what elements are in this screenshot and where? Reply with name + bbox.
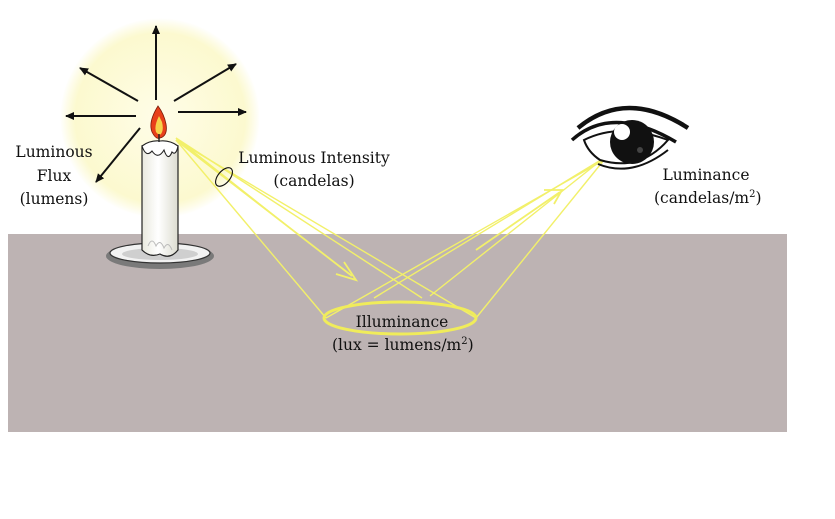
illuminance-label: Illuminance (lux = lumens/m2): [332, 313, 474, 354]
svg-text:(candelas): (candelas): [273, 172, 354, 190]
light-beams: [175, 137, 605, 319]
svg-text:Luminous: Luminous: [15, 143, 92, 161]
intensity-solid-angle: [215, 167, 233, 187]
svg-text:Luminous Intensity: Luminous Intensity: [238, 149, 390, 167]
luminous-flux-label: Luminous Flux (lumens): [15, 143, 92, 208]
incident-ray-arrowhead: [335, 261, 359, 282]
illuminance-area: [322, 300, 478, 336]
reflected-ray-arrowhead: [544, 189, 564, 205]
incident-ray: [175, 139, 353, 277]
luminous-intensity-label: Luminous Intensity (candelas): [238, 149, 390, 190]
candle-flame: [150, 105, 167, 142]
flux-arrow-down-left: [95, 127, 141, 183]
svg-text:Flux: Flux: [37, 167, 72, 185]
svg-text:(lumens): (lumens): [20, 190, 89, 208]
reflected-ray: [475, 191, 561, 251]
eye-icon: [570, 105, 690, 170]
luminance-label: Luminance (candelas/m2): [654, 166, 762, 207]
flux-arrow-up-right: [173, 63, 237, 102]
luminous-flux-arrows: [65, 25, 247, 183]
candle: [141, 140, 179, 257]
flux-arrow-up-left: [79, 67, 139, 102]
svg-text:Luminance: Luminance: [663, 166, 750, 184]
svg-text:Illuminance: Illuminance: [356, 313, 449, 331]
svg-text:(lux = lumens/m2): (lux = lumens/m2): [332, 336, 474, 354]
svg-text:(candelas/m2): (candelas/m2): [654, 189, 762, 207]
